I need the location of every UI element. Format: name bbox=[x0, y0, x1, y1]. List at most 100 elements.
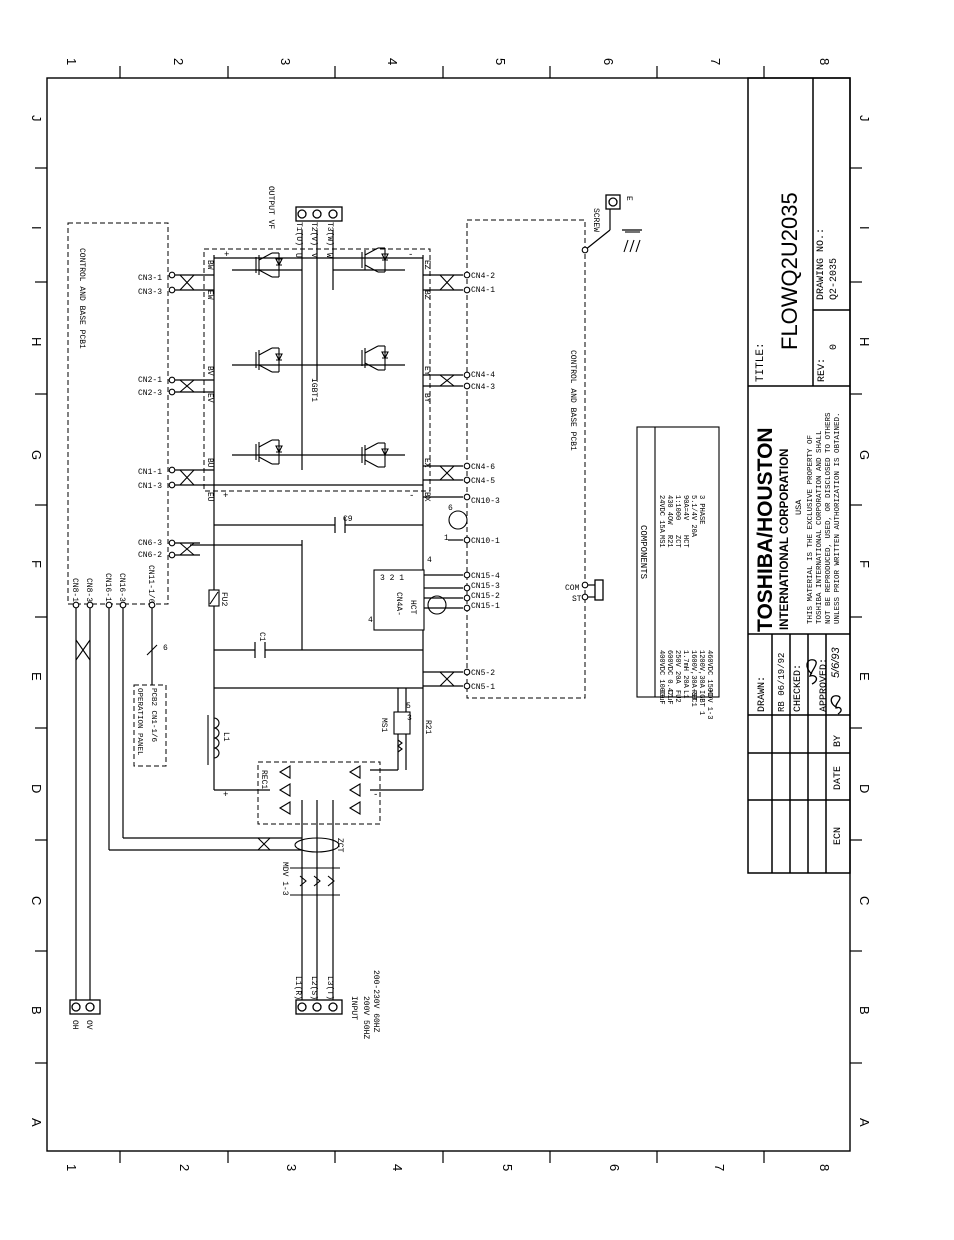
label-cn6-3: CN6-3 bbox=[138, 539, 162, 548]
component-name: ZCT bbox=[673, 535, 681, 548]
label-cn4-1: CN4-1 bbox=[471, 286, 495, 295]
component-name: FU2 bbox=[673, 690, 681, 703]
notice-line-3: NOT BE REPRODUCED, USED, OR DISCLOSED TO… bbox=[825, 412, 833, 624]
drawing-no-label: DRAWING NO.: bbox=[816, 228, 827, 300]
label-w: W bbox=[324, 253, 333, 258]
grid-col-top-1: 1 bbox=[64, 58, 79, 65]
label-n5: 5 bbox=[406, 702, 411, 711]
label-cn10-3: CN10-3 bbox=[471, 497, 500, 506]
label-hct: HCT bbox=[408, 600, 417, 615]
grid-row-right-F: F bbox=[857, 560, 872, 568]
grid-row-right-I: I bbox=[857, 226, 872, 230]
grid-col-bottom-4: 4 bbox=[390, 1164, 405, 1171]
component-name: REC1 bbox=[689, 690, 697, 707]
label-cn4-4: CN4-4 bbox=[471, 371, 495, 380]
label-pcb2: PCB2 CN1-1/6 bbox=[149, 688, 157, 743]
label-plus: + bbox=[223, 491, 228, 501]
label-cn1-3: CN1-3 bbox=[138, 482, 162, 491]
pcb-left-box bbox=[67, 222, 169, 605]
grid-row-left-B: B bbox=[29, 1006, 44, 1015]
label-1: BZ bbox=[422, 290, 431, 300]
component-name: IGBT 1 bbox=[697, 690, 705, 715]
label-output: OUTPUT VF bbox=[266, 186, 275, 229]
label-minus: - bbox=[373, 790, 378, 800]
label-pcb-left: CONTROL AND BASE PCB1 bbox=[77, 248, 86, 349]
label-n3: 3 bbox=[407, 714, 412, 723]
label-3: EU bbox=[205, 492, 214, 502]
label-v: V bbox=[309, 253, 318, 258]
label-cn2-3: CN2-3 bbox=[138, 389, 162, 398]
grid-col-bottom-8: 8 bbox=[817, 1164, 832, 1171]
grid-row-left-H: H bbox=[29, 337, 44, 346]
component-name: MDV 1-3 bbox=[705, 690, 713, 719]
component-value: 400VDC 1000uF bbox=[657, 650, 665, 705]
label-5: BX bbox=[422, 492, 431, 502]
component-value: 1600V,30A-3T bbox=[689, 650, 697, 700]
component-value: 430 4OW bbox=[665, 495, 673, 525]
component-name: HCT bbox=[681, 535, 689, 548]
grid-col-bottom-2: 2 bbox=[177, 1164, 192, 1171]
frame-ticks bbox=[35, 66, 862, 1163]
rev-label: REV: bbox=[817, 358, 828, 382]
label-cn11: CN11-1/6 bbox=[146, 565, 155, 604]
label-cn10-1: CN10-1 bbox=[471, 537, 500, 546]
grid-row-left-F: F bbox=[29, 560, 44, 568]
terminal-blocks bbox=[69, 194, 621, 1015]
component-name: C9 bbox=[657, 690, 665, 698]
notice-line-1: THIS MATERIAL IS THE EXCLUSIVE PROPERTY … bbox=[807, 435, 815, 624]
label-cn6-2: CN6-2 bbox=[138, 551, 162, 560]
drawn-label: DRAWN: bbox=[757, 676, 768, 712]
label-ov: OV bbox=[84, 1020, 93, 1030]
rev-value: 0 bbox=[829, 344, 840, 350]
drawing-frame bbox=[46, 77, 851, 1152]
component-name: MS1 bbox=[657, 535, 665, 548]
title-value: FLOWQ2U2035 bbox=[777, 192, 802, 350]
label-cn8-1: CN8-1 bbox=[70, 578, 79, 602]
operation-panel-box bbox=[133, 684, 167, 767]
grid-col-top-3: 3 bbox=[278, 58, 293, 65]
pcb-right-box bbox=[466, 219, 586, 699]
label-5: EW bbox=[205, 290, 214, 300]
grid-row-left-A: A bbox=[29, 1118, 44, 1127]
component-value: 3 PHASE bbox=[697, 495, 705, 524]
label-cn4-6: CN4-6 bbox=[471, 463, 495, 472]
grid-col-top-2: 2 bbox=[171, 58, 186, 65]
label-cn8-3: CN8-3 bbox=[84, 578, 93, 602]
component-value: 24VDC 15A bbox=[657, 495, 665, 534]
label-cn15-4: CN15-4 bbox=[471, 572, 500, 581]
grid-col-bottom-5: 5 bbox=[500, 1164, 515, 1171]
label-input: INPUT bbox=[349, 996, 358, 1020]
checked-label: CHECKED: bbox=[793, 664, 804, 712]
label-2: EY bbox=[422, 366, 431, 376]
component-value: 90A=4V bbox=[681, 495, 689, 521]
title-block-text: TITLE: FLOWQ2U2035 DRAWING NO.: Q2-2035 … bbox=[754, 192, 844, 845]
label-operation-panel: OPERATION PANEL bbox=[135, 688, 143, 756]
label-n4: 4 bbox=[368, 616, 373, 625]
label-input-v2: 200-230V 60HZ bbox=[371, 970, 380, 1033]
label-cn3-1: CN3-1 bbox=[138, 274, 162, 283]
label-c1: C1 bbox=[257, 632, 266, 642]
rec1-box bbox=[257, 761, 381, 825]
grid-row-right-D: D bbox=[857, 784, 872, 793]
label-screw: SCREW bbox=[591, 208, 600, 232]
label-cn4-2: CN4-2 bbox=[471, 272, 495, 281]
label-cn16-1: CN16-1 bbox=[103, 573, 112, 602]
label-e: E bbox=[624, 196, 633, 201]
label-l3t: L3(T) bbox=[325, 976, 334, 1000]
label-minus: - bbox=[408, 250, 413, 260]
label-ms1-num: 6 bbox=[448, 504, 453, 513]
ecn-label: ECN bbox=[833, 827, 844, 845]
label-r21: R21 bbox=[423, 720, 432, 735]
grid-col-top-5: 5 bbox=[493, 58, 508, 65]
grid-row-right-A: A bbox=[857, 1118, 872, 1127]
grid-row-right-C: C bbox=[857, 896, 872, 905]
label-cn2-1: CN2-1 bbox=[138, 376, 162, 385]
label-cn15-3: CN15-3 bbox=[471, 582, 500, 591]
label-c9: C9 bbox=[343, 515, 353, 524]
label-mdv: MDV 1-3 bbox=[280, 862, 289, 896]
company-name: TOSHIBA/HOUSTON bbox=[754, 427, 777, 632]
